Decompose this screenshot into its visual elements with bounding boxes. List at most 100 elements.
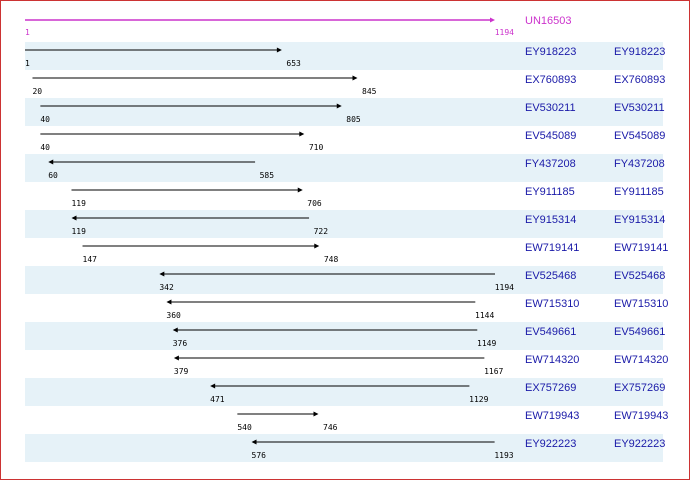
alignment-end-label: 1193 [494,451,513,460]
alignment-row: 471 1129 EX757269 EX757269 [210,382,665,404]
alignment-arrowhead [313,411,319,417]
alignment-arrowhead [172,327,178,333]
alignment-accession-link-secondary[interactable]: EV545089 [614,130,665,142]
alignment-accession-link[interactable]: FY437208 [525,158,576,170]
alignment-arrowhead [166,299,172,305]
alignment-row: 1 653 EY918223 EY918223 [25,46,665,68]
row-band [25,154,663,182]
alignment-arrowhead [71,215,77,221]
row-band [25,434,663,462]
alignment-accession-link[interactable]: EY915314 [525,214,576,226]
row-band [25,98,663,126]
alignment-arrowhead [299,131,305,137]
reference-track: 1 1194 UN16503 [25,15,571,37]
alignment-accession-link[interactable]: EW714320 [525,354,579,366]
alignment-end-label: 805 [346,115,361,124]
alignment-end-label: 1149 [477,339,496,348]
alignment-accession-link[interactable]: EY918223 [525,46,576,58]
alignment-start-label: 576 [252,451,267,460]
alignment-end-label: 722 [314,227,329,236]
alignment-accession-link-secondary[interactable]: EV525468 [614,270,665,282]
alignment-arrowhead [251,439,257,445]
alignment-end-label: 746 [323,423,338,432]
alignment-start-label: 60 [48,171,58,180]
alignment-start-label: 342 [159,283,174,292]
alignment-end-label: 706 [307,199,322,208]
alignment-start-label: 540 [237,423,252,432]
alignment-accession-link-secondary[interactable]: EX757269 [614,382,665,394]
reference-arrowhead [490,17,495,23]
row-band [25,322,663,350]
row-bands [25,42,663,462]
alignment-end-label: 1144 [475,311,494,320]
alignment-start-label: 119 [71,227,86,236]
reference-name[interactable]: UN16503 [525,15,571,27]
alignment-arrowhead [297,187,303,193]
alignment-accession-link[interactable]: EV530211 [525,102,576,114]
alignment-accession-link-secondary[interactable]: EY911185 [614,186,664,198]
alignment-accession-link-secondary[interactable]: EW715310 [614,298,668,310]
alignment-rows: 1 653 EY918223 EY918223 20 845 EX760893 EX76089… [25,46,668,460]
alignment-end-label: 748 [324,255,339,264]
alignment-accession-link[interactable]: EW719943 [525,410,579,422]
alignment-start-label: 40 [40,115,50,124]
alignment-arrowhead [159,271,165,277]
alignment-accession-link[interactable]: EV545089 [525,130,576,142]
alignment-end-label: 653 [286,59,301,68]
alignment-accession-link-secondary[interactable]: EX760893 [614,74,665,86]
alignment-accession-link-secondary[interactable]: EY922223 [614,438,665,450]
alignment-accession-link-secondary[interactable]: EW719943 [614,410,668,422]
alignment-row: 20 845 EX760893 EX760893 [32,74,665,96]
alignment-row: 40 805 EV530211 EV530211 [40,102,665,124]
alignment-arrowhead [336,103,342,109]
alignment-start-label: 360 [166,311,181,320]
row-band [25,378,663,406]
alignment-start-label: 379 [174,367,189,376]
alignment-accession-link-secondary[interactable]: EW714320 [614,354,668,366]
alignment-accession-link-secondary[interactable]: EY915314 [614,214,665,226]
alignment-accession-link-secondary[interactable]: FY437208 [614,158,665,170]
alignment-accession-link[interactable]: EY911185 [525,186,575,198]
alignment-start-label: 40 [40,143,50,152]
alignment-end-label: 845 [362,87,377,96]
row-band [25,210,663,238]
alignment-row: 119 706 EY911185 EY911185 [71,186,664,208]
alignment-row: 60 585 FY437208 FY437208 [48,158,665,180]
alignment-accession-link[interactable]: EY922223 [525,438,576,450]
reference-end-label: 1194 [495,28,514,37]
alignment-start-label: 1 [25,59,30,68]
alignment-accession-link[interactable]: EX757269 [525,382,576,394]
alignment-start-label: 376 [173,339,188,348]
alignment-accession-link-secondary[interactable]: EV530211 [614,102,665,114]
reference-start-label: 1 [25,28,30,37]
alignment-accession-link[interactable]: EX760893 [525,74,576,86]
alignment-accession-link-secondary[interactable]: EY918223 [614,46,665,58]
alignment-accession-link[interactable]: EV525468 [525,270,576,282]
row-band [25,266,663,294]
alignment-accession-link[interactable]: EW719141 [525,242,579,254]
alignment-accession-link-secondary[interactable]: EV549661 [614,326,665,338]
alignment-row: 540 746 EW719943 EW719943 [237,410,668,432]
alignment-arrowhead [210,383,216,389]
alignment-arrowhead [276,47,282,53]
alignment-start-label: 119 [71,199,86,208]
alignment-row: 376 1149 EV549661 EV549661 [172,326,665,348]
alignment-end-label: 1129 [469,395,488,404]
alignment-arrowhead [314,243,320,249]
alignment-accession-link[interactable]: EV549661 [525,326,576,338]
alignment-start-label: 147 [83,255,98,264]
alignment-start-label: 20 [32,87,42,96]
alignment-end-label: 585 [260,171,275,180]
alignment-start-label: 471 [210,395,225,404]
alignment-end-label: 710 [309,143,324,152]
alignment-arrowhead [352,75,358,81]
alignment-arrowhead [173,355,179,361]
alignment-accession-link[interactable]: EW715310 [525,298,579,310]
alignment-arrowhead [48,159,54,165]
alignment-row: 576 1193 EY922223 EY922223 [251,438,665,460]
alignment-row: 360 1144 EW715310 EW715310 [166,298,668,320]
alignment-accession-link-secondary[interactable]: EW719141 [614,242,668,254]
